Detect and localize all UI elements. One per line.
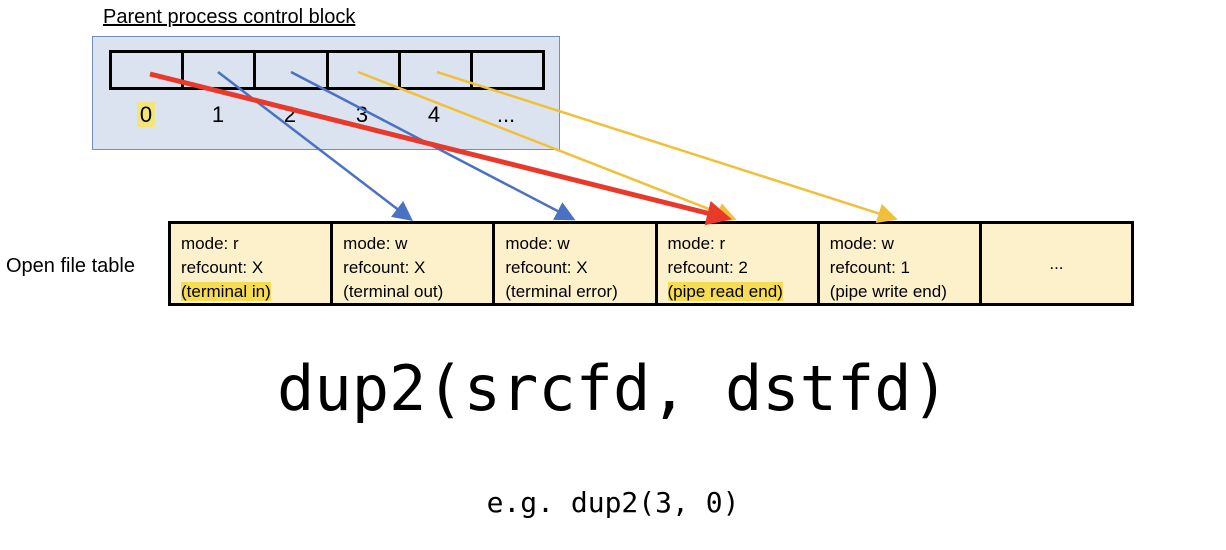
fd-slot-1: [184, 53, 257, 87]
fd-index-4: 4: [427, 102, 441, 127]
arrow-fd0-pipe-read: [149, 71, 732, 226]
fd-slot-2: [256, 53, 329, 87]
fd-slot-4: [401, 53, 473, 87]
entry-refcount: refcount: X: [343, 258, 426, 277]
oft-entry-terminal-out: mode: w refcount: X (terminal out): [333, 224, 496, 303]
fd-index-more: ...: [496, 102, 516, 127]
fd-slot-0: [112, 53, 185, 87]
entry-desc: (terminal error): [505, 282, 618, 301]
entry-mode: mode: w: [343, 234, 408, 253]
entry-mode: mode: r: [667, 234, 726, 253]
fd-slot-3: [329, 53, 401, 87]
entry-desc: (pipe read end): [667, 282, 783, 301]
oft-entry-terminal-in: mode: r refcount: X (terminal in): [171, 224, 334, 303]
entry-mode: mode: r: [181, 234, 239, 253]
entry-refcount: refcount: X: [505, 258, 588, 277]
arrow-fd4-pipe-write: [436, 70, 898, 223]
entry-desc: (terminal out): [343, 282, 444, 301]
open-file-table: mode: r refcount: X (terminal in) mode: …: [168, 221, 1134, 306]
fd-index-0: 0: [131, 102, 161, 128]
entry-more: ...: [1049, 253, 1064, 273]
pcb-box: [92, 36, 560, 150]
pcb-title: Parent process control block: [103, 6, 356, 28]
dup2-signature: dup2(srcfd, dstfd): [277, 352, 949, 425]
entry-mode: mode: w: [505, 234, 570, 253]
oft-entry-more: ...: [981, 224, 1132, 303]
dup2-example: e.g. dup2(3, 0): [486, 486, 740, 519]
entry-desc: (pipe write end): [829, 282, 947, 301]
arrow-fd3-pipe-read: [357, 70, 737, 222]
oft-entry-terminal-error: mode: w refcount: X (terminal error): [495, 224, 658, 303]
entry-mode: mode: w: [829, 234, 894, 253]
fd-array: [109, 50, 545, 90]
oft-entry-pipe-write: mode: w refcount: 1 (pipe write end): [819, 224, 982, 303]
entry-refcount: refcount: 1: [829, 258, 911, 277]
open-file-table-label: Open file table: [6, 255, 135, 277]
entry-desc: (terminal in): [181, 282, 271, 301]
fd-index-1: 1: [211, 102, 225, 127]
entry-refcount: refcount: 2: [667, 258, 748, 277]
oft-entry-pipe-read: mode: r refcount: 2 (pipe read end): [657, 224, 820, 303]
entry-refcount: refcount: X: [181, 258, 264, 277]
arrow-fd1-terminal-out: [217, 71, 413, 222]
